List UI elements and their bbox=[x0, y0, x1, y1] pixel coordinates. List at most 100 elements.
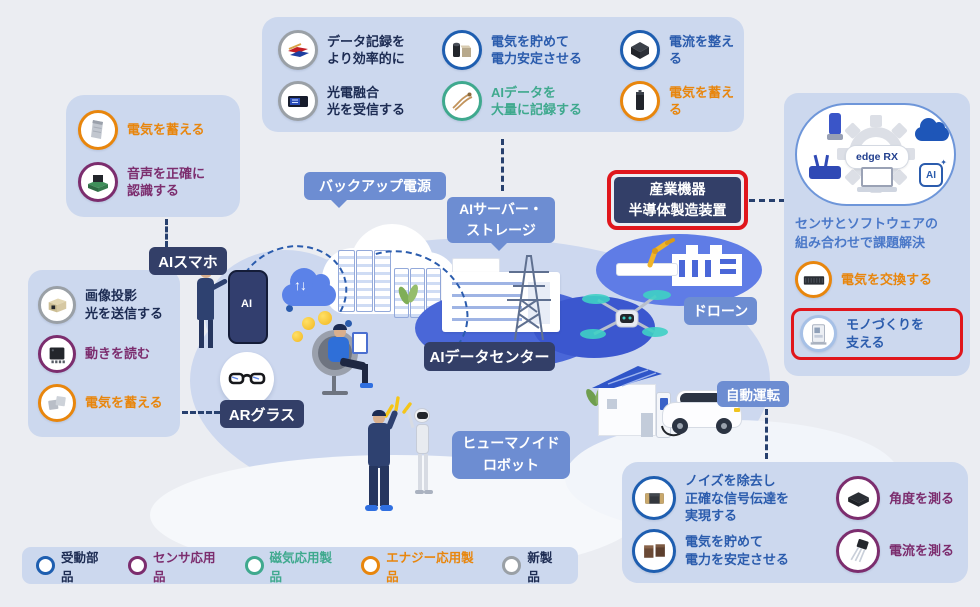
capacitor-icon bbox=[442, 30, 482, 71]
badge-industrial-equipment[interactable]: 産業機器 半導体製造装置 bbox=[614, 177, 741, 223]
edge-caption: センサとソフトウェアの 組み合わせで課題解決 bbox=[795, 216, 939, 250]
hdd-actuator-icon bbox=[278, 30, 318, 71]
badge-ar-glasses[interactable]: ARグラス bbox=[220, 400, 304, 428]
benefit-item: 音声を正確に 認識する bbox=[78, 162, 228, 202]
motion-sensor-icon bbox=[38, 334, 76, 373]
benefit-item: AIデータを 大量に記録する bbox=[442, 80, 618, 121]
car-illustration bbox=[662, 388, 746, 434]
laptop-icon bbox=[857, 187, 897, 192]
router-icon bbox=[809, 166, 841, 179]
badge-backup-power[interactable]: バックアップ電源 bbox=[304, 172, 446, 200]
spark-icon bbox=[384, 396, 412, 418]
benefit-item: 電流を測る bbox=[836, 528, 958, 573]
smartphone-benefits-panel: 画像投影 光を送信する 動きを読む 電気を蓄える bbox=[28, 270, 180, 437]
highlighted-badge-box[interactable]: 産業機器 半導体製造装置 bbox=[607, 170, 748, 230]
ai-smartphone-illustration: AI bbox=[228, 270, 268, 344]
connector-industrial bbox=[749, 199, 785, 202]
magnetic-ring-icon bbox=[244, 556, 264, 575]
benefit-label: 電気を蓄える bbox=[127, 122, 205, 138]
benefit-label: 電気を貯めて 電力安定させる bbox=[491, 34, 583, 67]
edge-rx-logo: edge RX bbox=[845, 145, 909, 169]
power-pylon-icon bbox=[507, 255, 551, 341]
server-rack-icon bbox=[338, 250, 355, 312]
benefit-label: 電気を交換する bbox=[841, 271, 933, 287]
cloud-icon bbox=[933, 122, 945, 134]
person-with-phone bbox=[190, 262, 230, 354]
robot-arm-icon bbox=[647, 238, 675, 268]
recording-head-icon bbox=[442, 80, 482, 121]
glasses-icon bbox=[228, 372, 266, 385]
current-sensor-icon bbox=[836, 528, 880, 573]
benefit-item: 電流を整える bbox=[620, 30, 738, 71]
highlighted-benefit-box[interactable]: モノづくりを 支える bbox=[791, 308, 963, 360]
ai-chip-icon: AI bbox=[919, 158, 947, 187]
legend-item-energy: エナジー応用製品 bbox=[361, 547, 484, 585]
benefit-item: 電気を貯めて 電力を安定させる bbox=[632, 528, 836, 573]
connector-topleft-panel bbox=[165, 219, 168, 247]
benefit-label: 音声を正確に 認識する bbox=[127, 165, 206, 198]
arc-dot bbox=[286, 305, 293, 312]
phone-ai-label: AI bbox=[241, 298, 252, 310]
drone-icon bbox=[580, 290, 671, 339]
capacitor-pair-icon bbox=[632, 528, 676, 573]
person-high-five bbox=[360, 408, 400, 514]
manufacturing-machine-icon bbox=[800, 315, 837, 352]
badge-autonomous-driving[interactable]: 自動運転 bbox=[717, 381, 789, 407]
benefit-label: AIデータを 大量に記録する bbox=[491, 84, 583, 117]
solid-state-battery-icon bbox=[38, 383, 76, 422]
badge-drone[interactable]: ドローン bbox=[684, 297, 757, 325]
legend-item-sensor: センサ応用品 bbox=[127, 547, 227, 585]
benefit-label: 電流を測る bbox=[889, 543, 955, 559]
benefit-item: モノづくりを 支える bbox=[800, 315, 960, 352]
benefit-item: 電気を蓄える bbox=[38, 383, 170, 422]
laptop-icon bbox=[861, 167, 893, 187]
badge-ai-data-center[interactable]: AIデータセンター bbox=[424, 342, 555, 371]
emoji-face-icon bbox=[318, 311, 332, 325]
edge-rx-hub: edge RX AI bbox=[795, 103, 956, 206]
legend-label: 新製品 bbox=[527, 550, 553, 584]
server-rack-icon bbox=[374, 250, 391, 312]
noise-filter-icon bbox=[632, 476, 676, 521]
energy-ring-icon bbox=[361, 556, 381, 575]
legend-label: エナジー応用製品 bbox=[386, 550, 474, 584]
connector-top-panel bbox=[501, 139, 504, 191]
benefit-label: 電気を貯めて 電力を安定させる bbox=[685, 534, 790, 567]
humanoid-robot-illustration bbox=[406, 408, 438, 508]
connector-ar-glasses bbox=[182, 411, 220, 414]
car-benefits-panel: ノイズを除去し 正確な信号伝達を 実現する 角度を測る 電気を貯めて 電力を安定… bbox=[622, 462, 968, 583]
speaker-benefits-panel: 電気を蓄える 音声を正確に 認識する bbox=[66, 95, 240, 217]
person-in-chair bbox=[310, 322, 380, 400]
optical-device-icon bbox=[278, 80, 318, 121]
emoji-face-icon bbox=[292, 331, 303, 342]
benefit-item: ノイズを除去し 正確な信号伝達を 実現する bbox=[632, 472, 836, 523]
passive-ring-icon bbox=[36, 556, 55, 575]
badge-pointer bbox=[330, 199, 348, 217]
new-ring-icon bbox=[502, 556, 522, 575]
factory-building-icon bbox=[672, 245, 742, 286]
benefit-label: モノづくりを 支える bbox=[846, 317, 925, 350]
benefit-label: 電流を整える bbox=[669, 34, 735, 67]
battery-cell-icon bbox=[620, 80, 660, 121]
benefit-item: 動きを読む bbox=[38, 334, 170, 373]
benefit-label: データ記録を より効率的に bbox=[327, 34, 406, 67]
benefit-item: 角度を測る bbox=[836, 476, 958, 521]
ar-glasses-circle bbox=[220, 352, 274, 406]
battery-sheet-icon bbox=[78, 110, 118, 150]
benefit-label: 動きを読む bbox=[85, 345, 151, 361]
benefit-label: 光電融合 光を受信する bbox=[327, 84, 406, 117]
emoji-face-icon bbox=[302, 317, 315, 330]
cloud-icon bbox=[920, 118, 937, 135]
badge-humanoid-robot[interactable]: ヒューマノイド ロボット bbox=[452, 431, 570, 479]
solar-roof-icon bbox=[592, 366, 662, 388]
power-inductor-icon bbox=[620, 30, 660, 71]
legend-item-magnetic: 磁気応用製品 bbox=[244, 547, 344, 585]
legend-label: 磁気応用製品 bbox=[269, 550, 333, 584]
benefit-label: 電気を蓄える bbox=[85, 394, 163, 410]
badge-ai-server-storage[interactable]: AIサーバー・ ストレージ bbox=[447, 197, 555, 243]
legend-bar: 受動部品 センサ応用品 磁気応用製品 エナジー応用製品 新製品 bbox=[22, 547, 578, 584]
benefit-item: 画像投影 光を送信する bbox=[38, 285, 170, 324]
badge-ai-smartphone[interactable]: AIスマホ bbox=[149, 247, 227, 275]
legend-item-new: 新製品 bbox=[502, 547, 564, 585]
sensor-device-icon bbox=[829, 113, 841, 135]
